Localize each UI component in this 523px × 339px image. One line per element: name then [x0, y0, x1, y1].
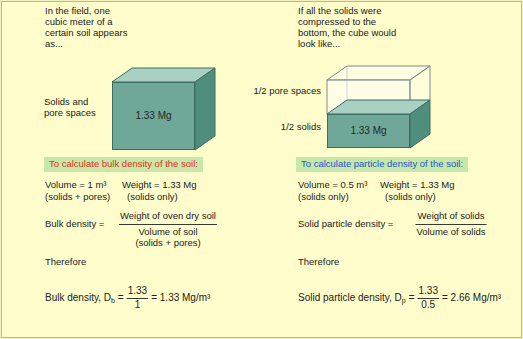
soil-cube-face: 1.33 Mg: [112, 82, 195, 150]
formula-text: Bulk density, D: [45, 292, 111, 304]
intro-note: If all the solids were compressed to the…: [298, 6, 400, 50]
subscript: b: [111, 297, 115, 305]
node-text: 1.33 Mg: [350, 125, 386, 137]
numerator: 1.33: [419, 285, 438, 297]
fraction-bar: [119, 224, 217, 225]
note-text: (solids only): [127, 192, 178, 203]
cube-label: Solids and pore spaces: [44, 97, 104, 119]
numerator: Weight of solids: [418, 211, 485, 222]
value-text: Weight = 1.33 Mg: [380, 180, 455, 191]
numerator: Weight of oven dry soil: [120, 211, 216, 222]
fraction-bar: [418, 298, 439, 299]
value-text: Weight = 1.33 Mg: [122, 180, 197, 191]
denominator: Volume of solids: [416, 227, 485, 238]
node-text: 1.33 Mg: [135, 110, 171, 122]
intro-note: In the field, one cubic meter of a certa…: [45, 6, 133, 50]
subscript: p: [402, 297, 406, 305]
node-text: To calculate particle density of the soi…: [301, 159, 463, 170]
numerator: 1.33: [128, 285, 147, 297]
denominator: 1: [135, 299, 141, 311]
note-text: (solids + pores): [45, 192, 110, 203]
denominator: Volume of soil: [138, 227, 197, 238]
formula-text: = 1.33 Mg/m³: [151, 292, 210, 304]
part-label: 1/2 solids: [281, 122, 321, 133]
formula-text: Bulk density =: [45, 219, 104, 230]
formula-text: =: [409, 292, 415, 304]
solid-side: [410, 100, 430, 148]
formula-text: Solid particle density =: [298, 219, 393, 230]
solids-face: 1.33 Mg: [327, 114, 410, 148]
value-text: Volume = 1 m³: [45, 180, 107, 191]
cube-side: [195, 68, 215, 150]
note-text: Therefore: [298, 257, 339, 268]
fraction-bar: [415, 224, 486, 225]
node-text: To calculate bulk density of the soil:: [49, 159, 198, 170]
note-text: (solids only): [385, 192, 436, 203]
heading-band: To calculate particle density of the soi…: [296, 157, 468, 172]
denominator: 0.5: [421, 299, 435, 311]
formula-text: =: [118, 292, 124, 304]
part-label: 1/2 pore spaces: [253, 86, 321, 97]
value-text: Volume = 0.5 m³: [298, 180, 367, 191]
note-text: Therefore: [45, 257, 86, 268]
fraction-bar: [127, 298, 148, 299]
note-text: (solids only): [298, 192, 349, 203]
heading-band: To calculate bulk density of the soil:: [44, 157, 203, 172]
formula-text: Solid particle density, D: [298, 292, 402, 304]
formula-text: = 2.66 Mg/m³: [442, 292, 501, 304]
denominator-note: (solids + pores): [135, 238, 200, 249]
